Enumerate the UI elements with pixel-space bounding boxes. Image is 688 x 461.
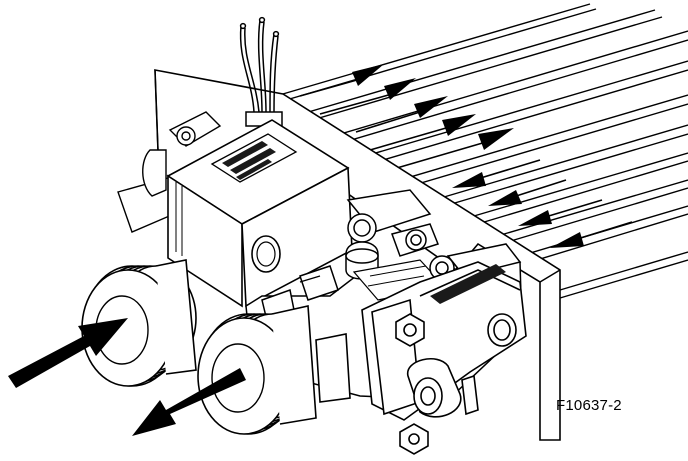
inlet-flow-arrow [8,318,128,388]
thermostat-housing [361,261,527,455]
nameplate-label [210,133,298,183]
tube-arrow-right-1 [299,64,384,97]
outlet-flow-arrow [132,368,246,436]
tube-arrow-right-4 [369,114,476,151]
figure-id-label: F10637-2 [556,397,622,414]
solenoid-control-box [166,119,353,308]
tube-arrow-left-3 [518,199,603,226]
adjustment-knob [251,235,281,273]
inlet-connection [81,259,197,387]
tube-arrow-left-2 [488,179,567,206]
drain-elbow [407,358,479,418]
tube-arrow-left-4 [550,221,633,248]
tube-arrow-right-3 [355,96,448,133]
hex-bolt-upper [395,313,425,347]
tube-arrow-right-5 [389,128,514,171]
hex-bolt-lower [399,423,429,455]
tube-flow-arrows [299,64,633,248]
left-mounting-bracket [117,111,222,233]
tube-arrow-left-1 [452,159,541,188]
sensor-cap [487,313,517,347]
tube-arrow-right-2 [319,78,416,115]
